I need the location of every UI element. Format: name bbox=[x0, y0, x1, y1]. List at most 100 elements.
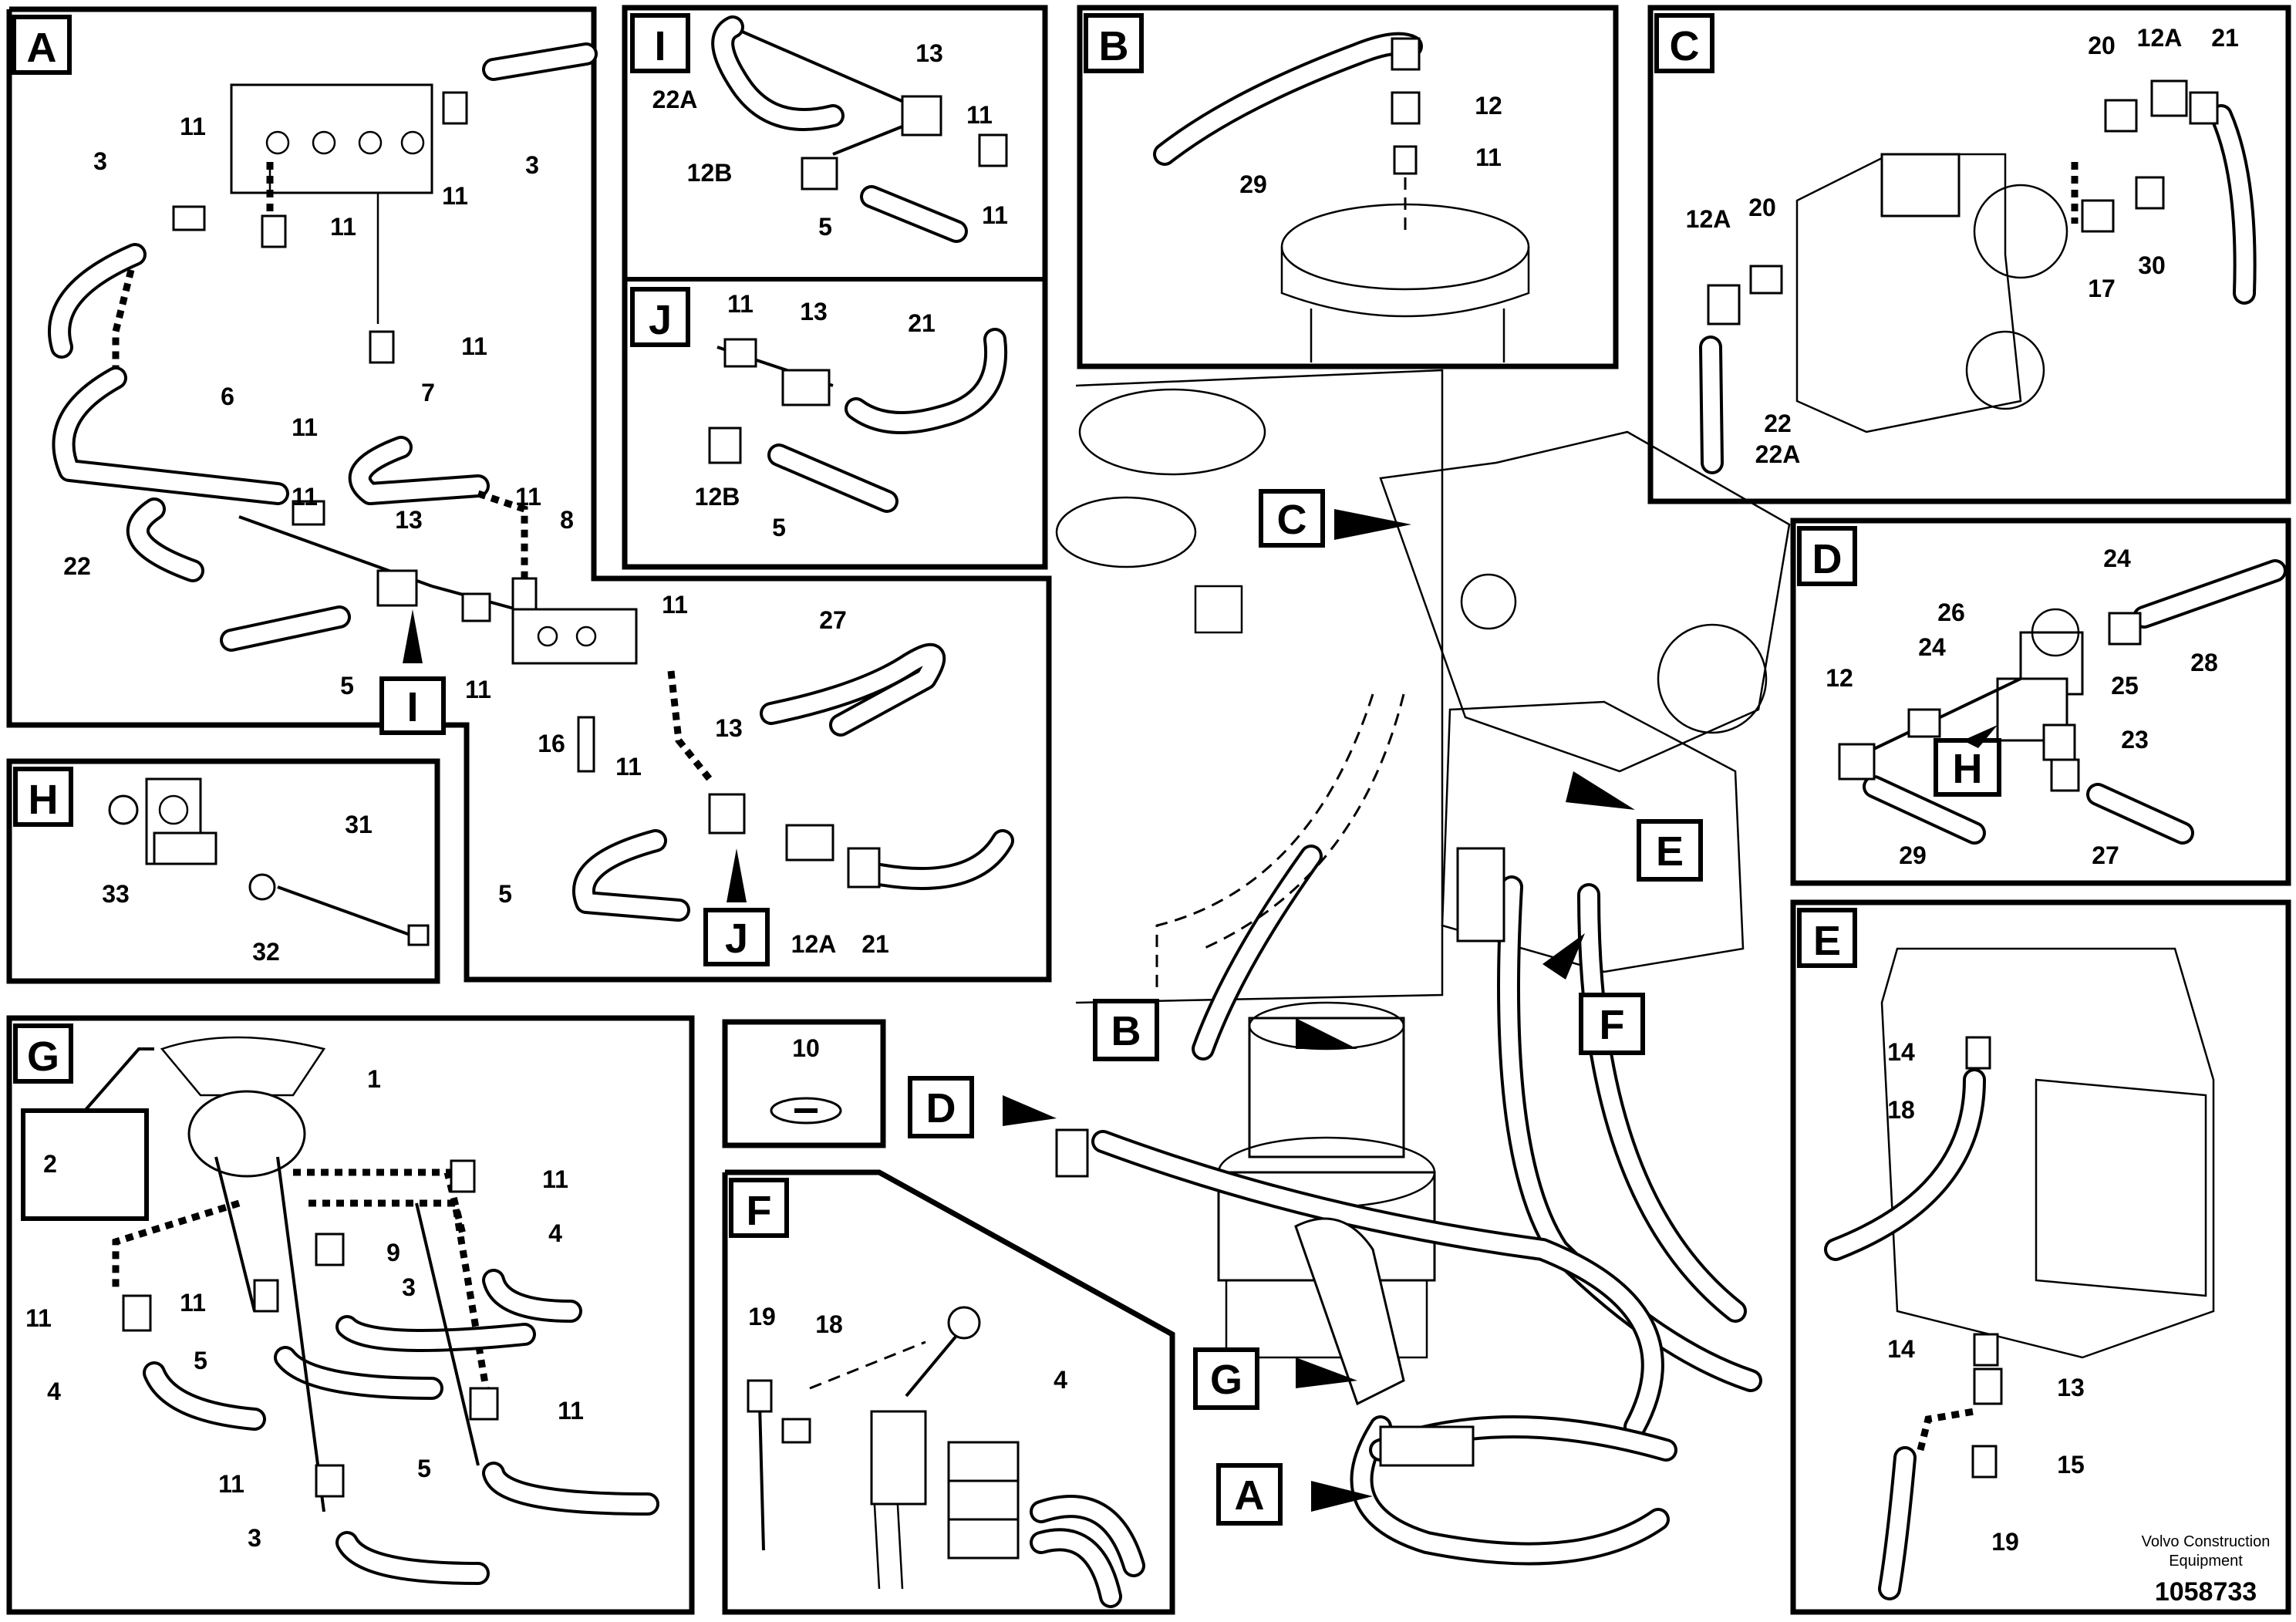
callout: 12 bbox=[1475, 92, 1502, 120]
callout: 17 bbox=[2088, 275, 2116, 302]
detail-ref-j: J bbox=[725, 916, 748, 962]
callout: 10 bbox=[792, 1034, 820, 1062]
section-label-d: D bbox=[1812, 536, 1843, 582]
panel-part-10: 10 bbox=[722, 1019, 886, 1148]
callout: 11 bbox=[542, 1165, 568, 1193]
callout: 19 bbox=[748, 1303, 776, 1330]
callout: 15 bbox=[2057, 1451, 2085, 1479]
callout: 22 bbox=[63, 552, 91, 580]
panel-a: A I J 11 3 3 11 11 11 11 6 7 11 13 11 8 … bbox=[6, 6, 1052, 983]
callout: 18 bbox=[815, 1310, 843, 1338]
panel-i-j: I 22A 13 12B 11 5 11 J 11 13 21 12B 5 bbox=[622, 5, 1048, 570]
callout: 21 bbox=[908, 309, 936, 337]
callout: 22A bbox=[1755, 440, 1801, 468]
callout: 11 bbox=[1475, 143, 1502, 171]
view-ref-f: F bbox=[1600, 1002, 1625, 1048]
callout: 11 bbox=[615, 753, 642, 781]
callout: 11 bbox=[442, 182, 468, 210]
detail-ref-i: I bbox=[406, 684, 418, 730]
section-label-i: I bbox=[654, 23, 666, 69]
callout: 11 bbox=[461, 332, 487, 360]
callout: 4 bbox=[548, 1219, 562, 1247]
callout: 11 bbox=[662, 591, 688, 619]
section-label-a-box bbox=[12, 15, 72, 75]
callout: 3 bbox=[525, 151, 539, 179]
callout: 13 bbox=[715, 714, 743, 742]
callout: 21 bbox=[2211, 24, 2239, 52]
view-ref-e: E bbox=[1656, 828, 1684, 875]
callout: 13 bbox=[395, 506, 423, 534]
callout: 32 bbox=[252, 938, 280, 966]
callout: 11 bbox=[292, 413, 318, 441]
callout: 7 bbox=[421, 379, 435, 406]
callout: 12B bbox=[687, 159, 733, 187]
callout: 26 bbox=[1937, 599, 1965, 626]
section-label-h: H bbox=[29, 777, 59, 823]
callout: 23 bbox=[2121, 726, 2149, 754]
callout: 12 bbox=[1826, 664, 1853, 692]
section-label-b: B bbox=[1099, 23, 1129, 69]
panel-e: E 14 18 14 13 15 19 bbox=[1790, 899, 2291, 1615]
callout: 13 bbox=[2057, 1374, 2085, 1401]
callout: 4 bbox=[1054, 1366, 1067, 1394]
view-ref-c: C bbox=[1277, 497, 1307, 543]
callout: 22 bbox=[1764, 410, 1792, 437]
callout: 5 bbox=[772, 514, 786, 541]
footer-block: Volvo Construction Equipment 1058733 bbox=[2142, 1533, 2271, 1607]
callout: 11 bbox=[515, 483, 541, 511]
callout: 13 bbox=[915, 39, 943, 67]
view-ref-d: D bbox=[926, 1085, 956, 1131]
callout: 29 bbox=[1239, 170, 1267, 198]
callout: 20 bbox=[1748, 194, 1776, 221]
callout: 5 bbox=[818, 213, 832, 241]
manufacturer-name-line2: Equipment bbox=[2169, 1553, 2243, 1570]
callout: 11 bbox=[25, 1304, 52, 1332]
section-label-f: F bbox=[747, 1188, 772, 1234]
view-ref-g: G bbox=[1210, 1357, 1242, 1403]
detail-ref-j-box bbox=[703, 908, 770, 966]
main-assembly-view: C E F B D G A bbox=[908, 369, 1791, 1566]
distribution-block bbox=[511, 608, 638, 665]
callout: 5 bbox=[194, 1347, 207, 1374]
callout: 31 bbox=[345, 811, 373, 838]
callout: 25 bbox=[2111, 672, 2139, 700]
callout: 8 bbox=[560, 506, 574, 534]
callout: 5 bbox=[417, 1455, 431, 1482]
view-ref-a: A bbox=[1235, 1472, 1265, 1519]
section-label-g: G bbox=[27, 1034, 59, 1080]
callout: 5 bbox=[340, 672, 354, 700]
callout: 9 bbox=[386, 1239, 400, 1266]
callout: 3 bbox=[93, 147, 107, 175]
callout: 28 bbox=[2190, 649, 2218, 676]
callout: 11 bbox=[982, 201, 1008, 229]
detail-ref-h: H bbox=[1953, 746, 1983, 792]
callout: 27 bbox=[2092, 841, 2119, 869]
callout: 11 bbox=[966, 101, 993, 129]
callout: 18 bbox=[1887, 1096, 1915, 1124]
detail-ref-i-box bbox=[379, 676, 446, 735]
callout: 12A bbox=[1686, 205, 1731, 233]
panel-f: F 19 18 4 bbox=[722, 1169, 1175, 1615]
section-label-j: J bbox=[649, 297, 672, 343]
callout: 27 bbox=[819, 606, 847, 634]
callout: 12A bbox=[791, 930, 837, 958]
callout: 11 bbox=[465, 676, 491, 703]
callout: 13 bbox=[800, 298, 828, 325]
valve-block bbox=[230, 83, 433, 194]
callout: 1 bbox=[367, 1065, 381, 1093]
section-label-e: E bbox=[1813, 918, 1841, 964]
panel-c: C 20 12A 21 12A 20 17 30 22 22A bbox=[1647, 5, 2291, 504]
callout: 20 bbox=[2088, 32, 2116, 59]
callout: 22A bbox=[652, 86, 698, 113]
callout: 6 bbox=[221, 383, 234, 410]
document-number: 1058733 bbox=[2155, 1577, 2257, 1607]
view-ref-b: B bbox=[1111, 1008, 1141, 1054]
callout: 24 bbox=[2103, 545, 2131, 572]
panel-g: G 1 2 11 9 4 11 3 11 5 4 11 5 11 3 bbox=[6, 1015, 695, 1615]
callout: 11 bbox=[292, 483, 318, 511]
callout: 3 bbox=[248, 1524, 261, 1552]
callout: 24 bbox=[1918, 633, 1946, 661]
callout: 11 bbox=[330, 213, 356, 241]
callout: 11 bbox=[558, 1397, 584, 1425]
